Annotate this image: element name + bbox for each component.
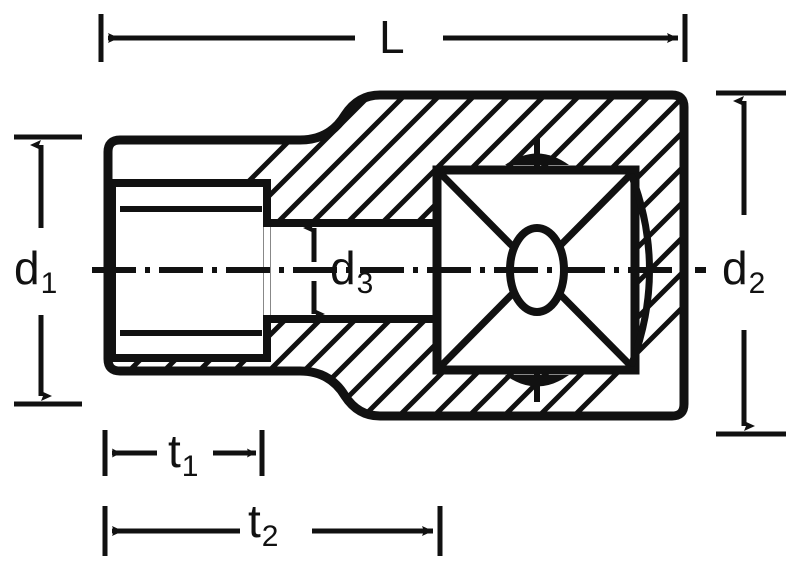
dimension-label-d1: d1 (14, 245, 57, 299)
dimension-d2 (716, 90, 786, 437)
dimension-label-L-base: L (379, 11, 405, 63)
dimension-label-d2-base: d (722, 242, 748, 294)
dimension-label-d1-base: d (14, 242, 40, 294)
dimension-label-d2: d2 (722, 245, 765, 299)
dimension-label-t1-base: t (168, 425, 181, 477)
socket-outer-profile (103, 90, 689, 421)
dimension-label-t1: t1 (168, 428, 198, 482)
dimension-t1 (102, 430, 265, 476)
dimension-L (98, 14, 688, 62)
dimension-label-d3-sub: 3 (356, 267, 374, 300)
dimension-label-t2: t2 (248, 498, 278, 552)
dimension-label-d3: d3 (330, 245, 373, 299)
dimension-label-d1-sub: 1 (40, 267, 58, 300)
dimension-label-d3-base: d (330, 242, 356, 294)
dimension-label-d2-sub: 2 (748, 267, 766, 300)
dimension-label-t1-sub: 1 (181, 450, 199, 483)
dimension-label-t2-base: t (248, 495, 261, 547)
dimension-t2 (102, 506, 443, 556)
dimension-label-t2-sub: 2 (261, 520, 279, 553)
dimension-label-L: L (379, 14, 406, 68)
dimension-d1 (14, 134, 82, 407)
hex-flat-lines (120, 206, 262, 336)
